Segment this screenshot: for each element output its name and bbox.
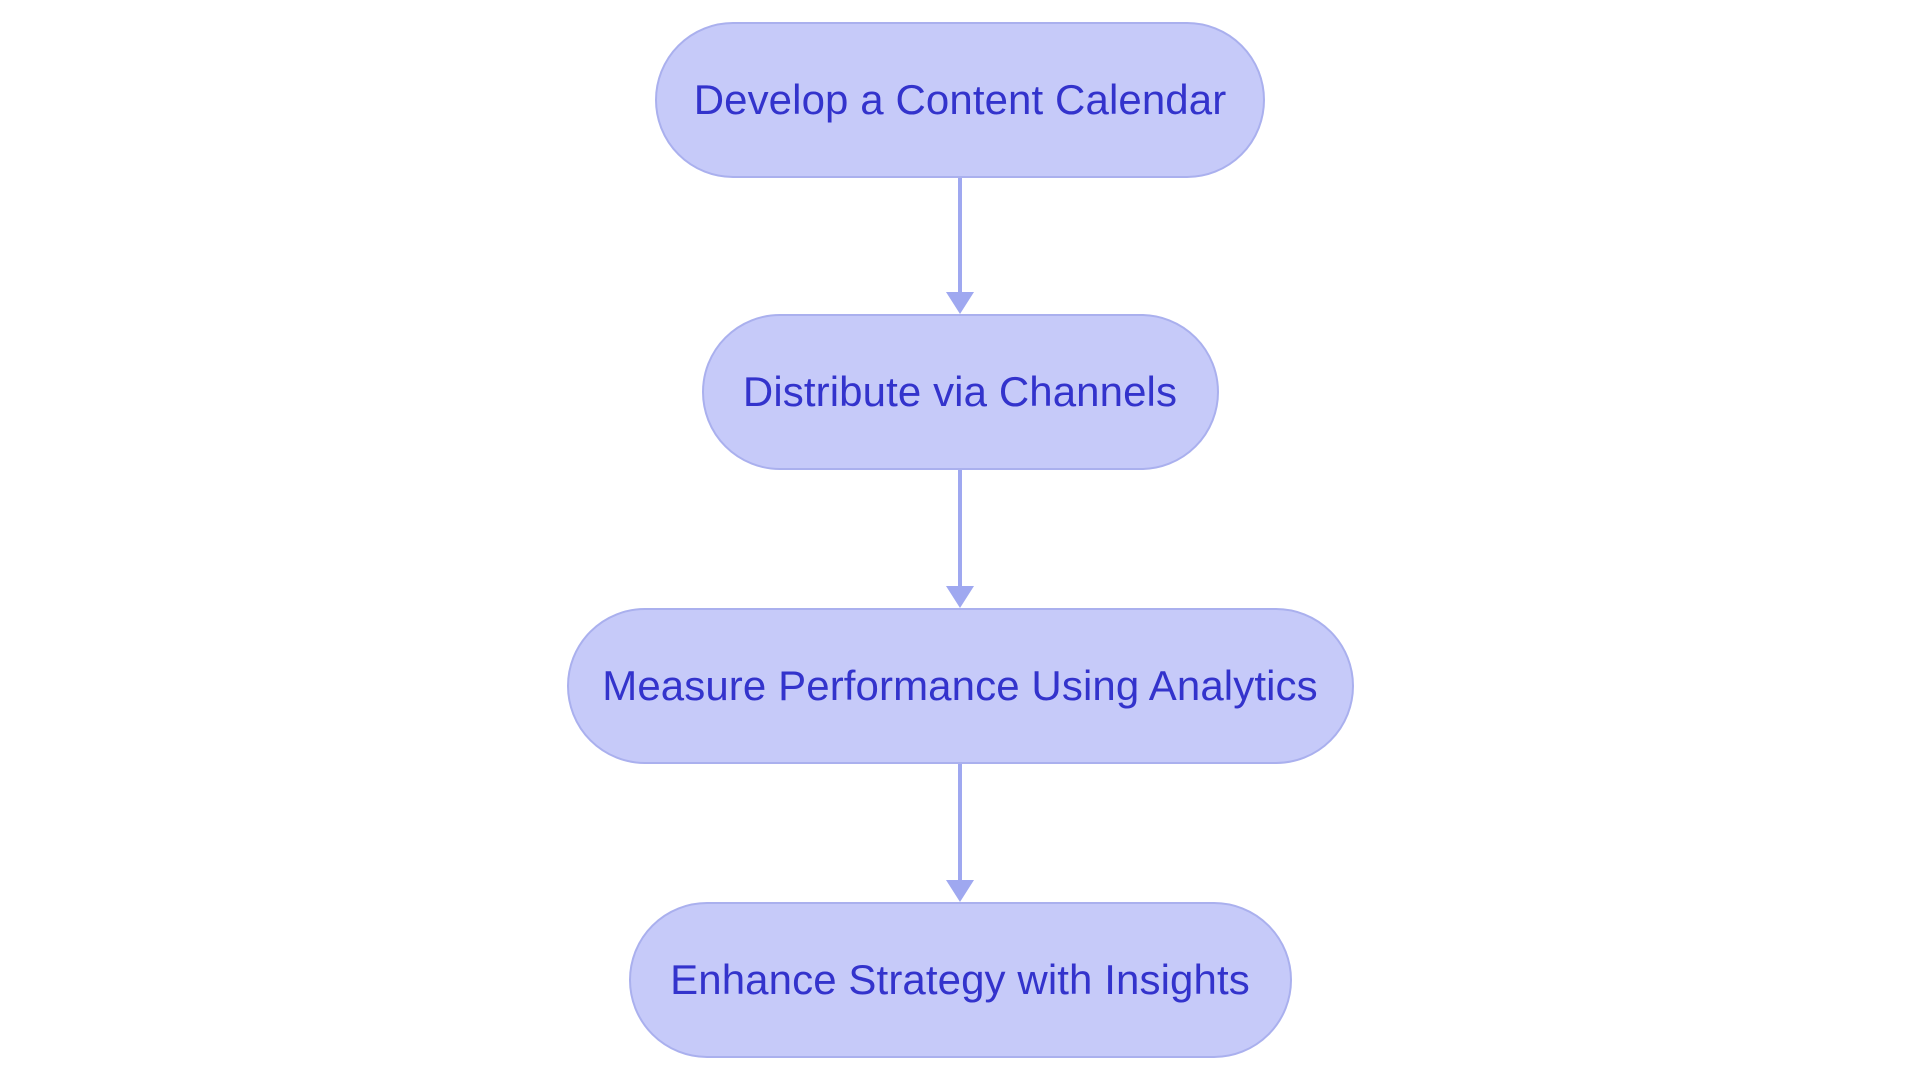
flowchart-node-label: Distribute via Channels (742, 368, 1178, 415)
arrow-head-down-icon (946, 880, 974, 902)
flowchart-node-measure-performance-using-analytics[interactable]: Measure Performance Using Analytics (566, 608, 1354, 764)
arrow-shaft (958, 178, 962, 292)
flowchart-node-distribute-via-channels[interactable]: Distribute via Channels (701, 314, 1219, 470)
arrow-shaft (958, 764, 962, 880)
arrow-head-down-icon (946, 292, 974, 314)
flowchart-arrow-3 (946, 764, 974, 902)
flowchart-arrow-1 (946, 178, 974, 314)
flowchart-node-develop-content-calendar[interactable]: Develop a Content Calendar (655, 22, 1265, 178)
flowchart-node-label: Develop a Content Calendar (693, 76, 1227, 123)
arrow-shaft (958, 470, 962, 586)
flowchart-arrow-2 (946, 470, 974, 608)
flowchart-node-enhance-strategy-with-insights[interactable]: Enhance Strategy with Insights (628, 902, 1292, 1058)
flowchart-node-label: Measure Performance Using Analytics (602, 662, 1318, 709)
arrow-head-down-icon (946, 586, 974, 608)
flowchart-node-label: Enhance Strategy with Insights (670, 956, 1250, 1003)
